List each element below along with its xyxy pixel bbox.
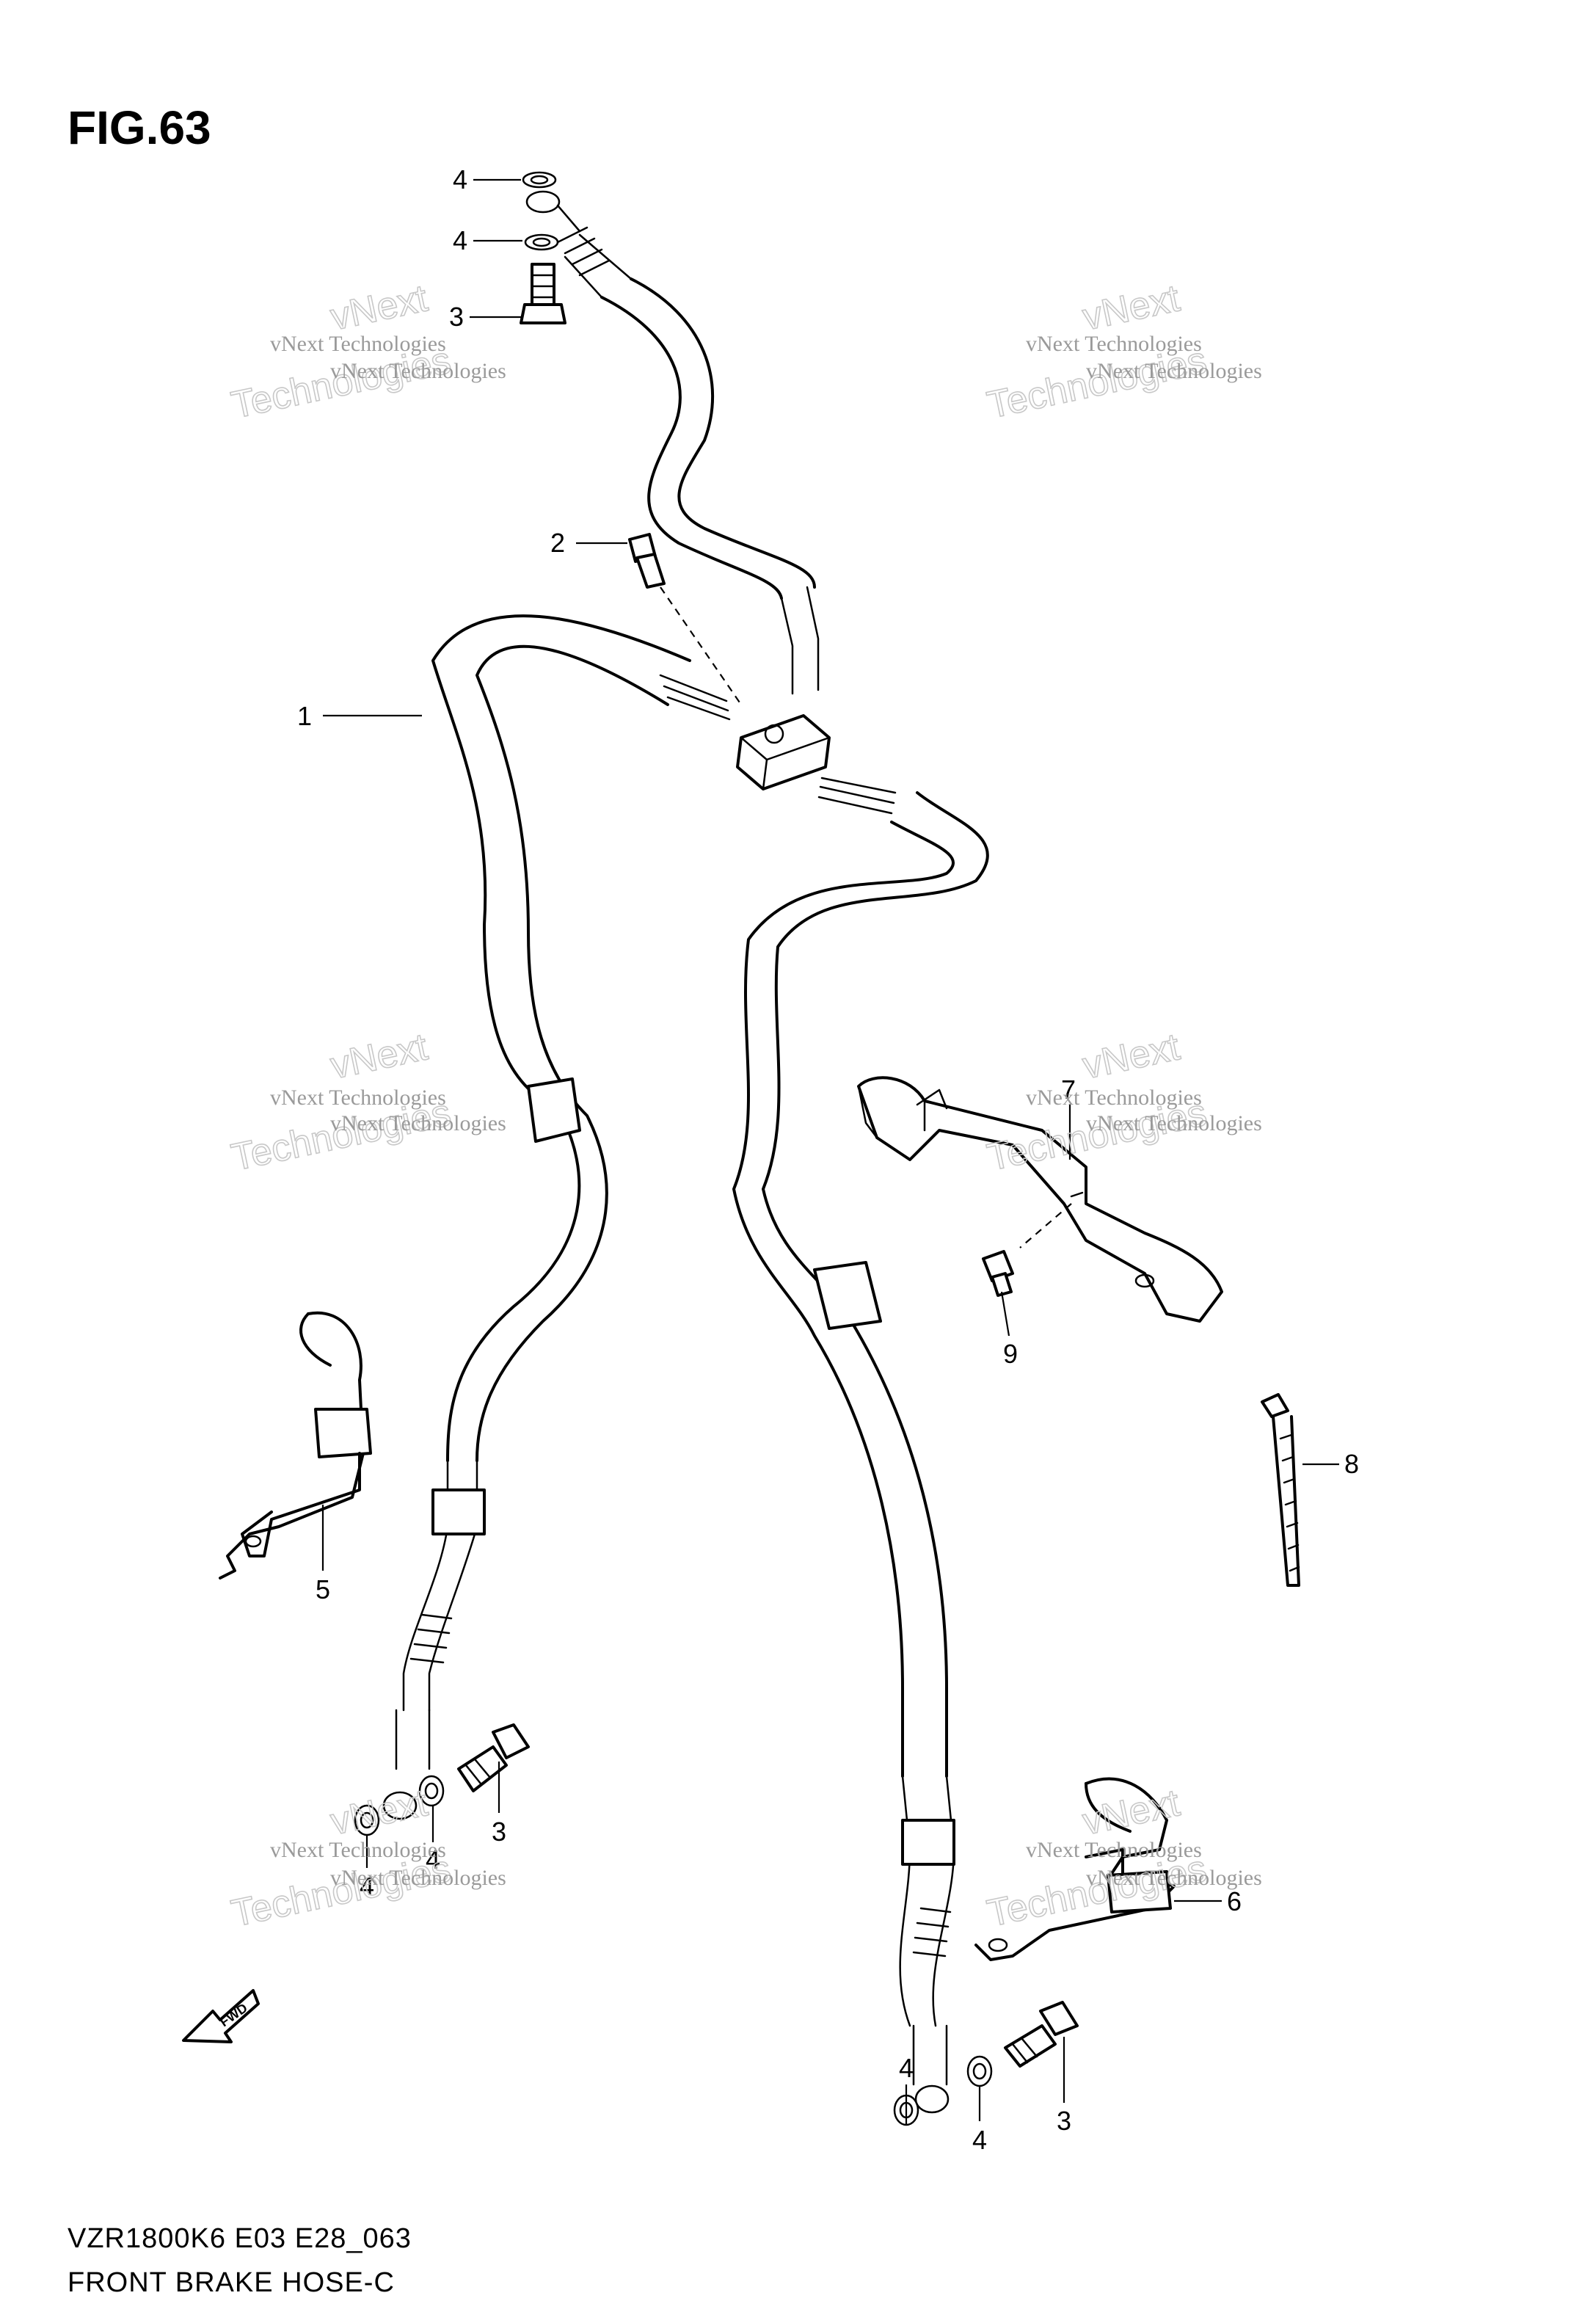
svg-text:vNext Technologies: vNext Technologies	[1026, 332, 1202, 356]
svg-text:vNext Technologies: vNext Technologies	[330, 1111, 506, 1135]
callout-1[interactable]: 1	[297, 701, 312, 731]
callout-4-e[interactable]: 4	[899, 2053, 914, 2083]
watermark-middle-right: vNext vNext Technologies Technologies vN…	[983, 1025, 1262, 1179]
hose-fitting-right-lower	[912, 1907, 952, 1957]
svg-text:vNext: vNext	[327, 1781, 431, 1843]
callout-6[interactable]: 6	[1227, 1886, 1242, 1916]
fwd-arrow: FWD	[182, 1989, 260, 2043]
watermark-top-left: vNext vNext Technologies Technologies vN…	[227, 276, 506, 427]
svg-text:vNext: vNext	[327, 277, 431, 338]
hose-fitting-right-middle	[817, 777, 897, 815]
hose-clamp-6[interactable]	[974, 1777, 1176, 1961]
svg-text:vNext Technologies: vNext Technologies	[270, 1838, 446, 1862]
callout-4-a[interactable]: 4	[453, 164, 467, 195]
hose-clamp-5[interactable]	[219, 1311, 372, 1579]
watermark-top-right: vNext vNext Technologies Technologies vN…	[983, 276, 1262, 427]
svg-text:vNext: vNext	[1079, 1025, 1184, 1087]
banjo-fitting-left	[382, 1709, 431, 1820]
brake-hose-right[interactable]	[732, 791, 989, 2027]
washer-top-2[interactable]	[524, 233, 559, 251]
union-bolt-right[interactable]	[1004, 2001, 1079, 2068]
svg-text:vNext Technologies: vNext Technologies	[270, 332, 446, 356]
svg-text:vNext Technologies: vNext Technologies	[1086, 1111, 1262, 1135]
svg-text:vNext Technologies: vNext Technologies	[1026, 1086, 1202, 1110]
callout-4-c[interactable]: 4	[360, 1871, 374, 1901]
hose-guide-7[interactable]	[857, 1076, 1223, 1323]
washer-right-2[interactable]	[966, 2055, 993, 2087]
callout-4-d[interactable]: 4	[426, 1844, 440, 1875]
watermark-bottom-left: vNext vNext Technologies Technologies vN…	[227, 1781, 506, 1935]
callout-4-f[interactable]: 4	[972, 2125, 987, 2155]
callout-8[interactable]: 8	[1344, 1449, 1359, 1479]
union-bolt-left[interactable]	[457, 1723, 530, 1792]
svg-text:vNext Technologies: vNext Technologies	[330, 359, 506, 383]
banjo-fitting-right	[912, 2024, 950, 2114]
callout-4-b[interactable]: 4	[453, 225, 467, 255]
callout-5[interactable]: 5	[316, 1574, 330, 1604]
three-way-joint[interactable]	[736, 714, 831, 790]
brake-hose-left[interactable]	[402, 614, 691, 1712]
callout-3-right[interactable]: 3	[1057, 2106, 1071, 2136]
washer-left-2[interactable]	[418, 1775, 445, 1807]
svg-text:vNext Technologies: vNext Technologies	[330, 1866, 506, 1890]
brake-hose-upper[interactable]	[564, 233, 820, 695]
svg-text:vNext: vNext	[1079, 277, 1184, 338]
svg-text:vNext Technologies: vNext Technologies	[1086, 1866, 1262, 1890]
svg-text:vNext: vNext	[1079, 1781, 1184, 1843]
hose-fitting-left-lower	[409, 1613, 453, 1664]
svg-text:vNext Technologies: vNext Technologies	[1026, 1838, 1202, 1862]
bolt-2[interactable]	[628, 533, 742, 705]
watermark-middle-left: vNext vNext Technologies Technologies vN…	[227, 1025, 506, 1179]
clamp-tie-8[interactable]	[1261, 1393, 1300, 1587]
leader-9	[1000, 1291, 1010, 1337]
washer-top-1[interactable]	[522, 171, 557, 189]
svg-text:vNext: vNext	[327, 1025, 431, 1087]
hose-fitting-top	[556, 226, 611, 277]
callout-3-left[interactable]: 3	[492, 1817, 506, 1847]
callout-9[interactable]: 9	[1003, 1339, 1018, 1369]
bolt-9[interactable]	[982, 1250, 1014, 1297]
callout-7[interactable]: 7	[1061, 1075, 1076, 1105]
callout-2[interactable]: 2	[550, 528, 565, 558]
callout-3-top[interactable]: 3	[449, 302, 464, 332]
hose-fitting-left-middle	[659, 674, 731, 721]
figure-caption: FRONT BRAKE HOSE-C	[68, 2267, 395, 2298]
figure-title: FIG.63	[68, 101, 211, 154]
union-bolt-top[interactable]	[520, 263, 566, 324]
svg-text:vNext Technologies: vNext Technologies	[270, 1086, 446, 1110]
model-code: VZR1800K6 E03 E28_063	[68, 2223, 412, 2254]
banjo-fitting-top	[525, 190, 581, 233]
svg-text:vNext Technologies: vNext Technologies	[1086, 359, 1262, 383]
